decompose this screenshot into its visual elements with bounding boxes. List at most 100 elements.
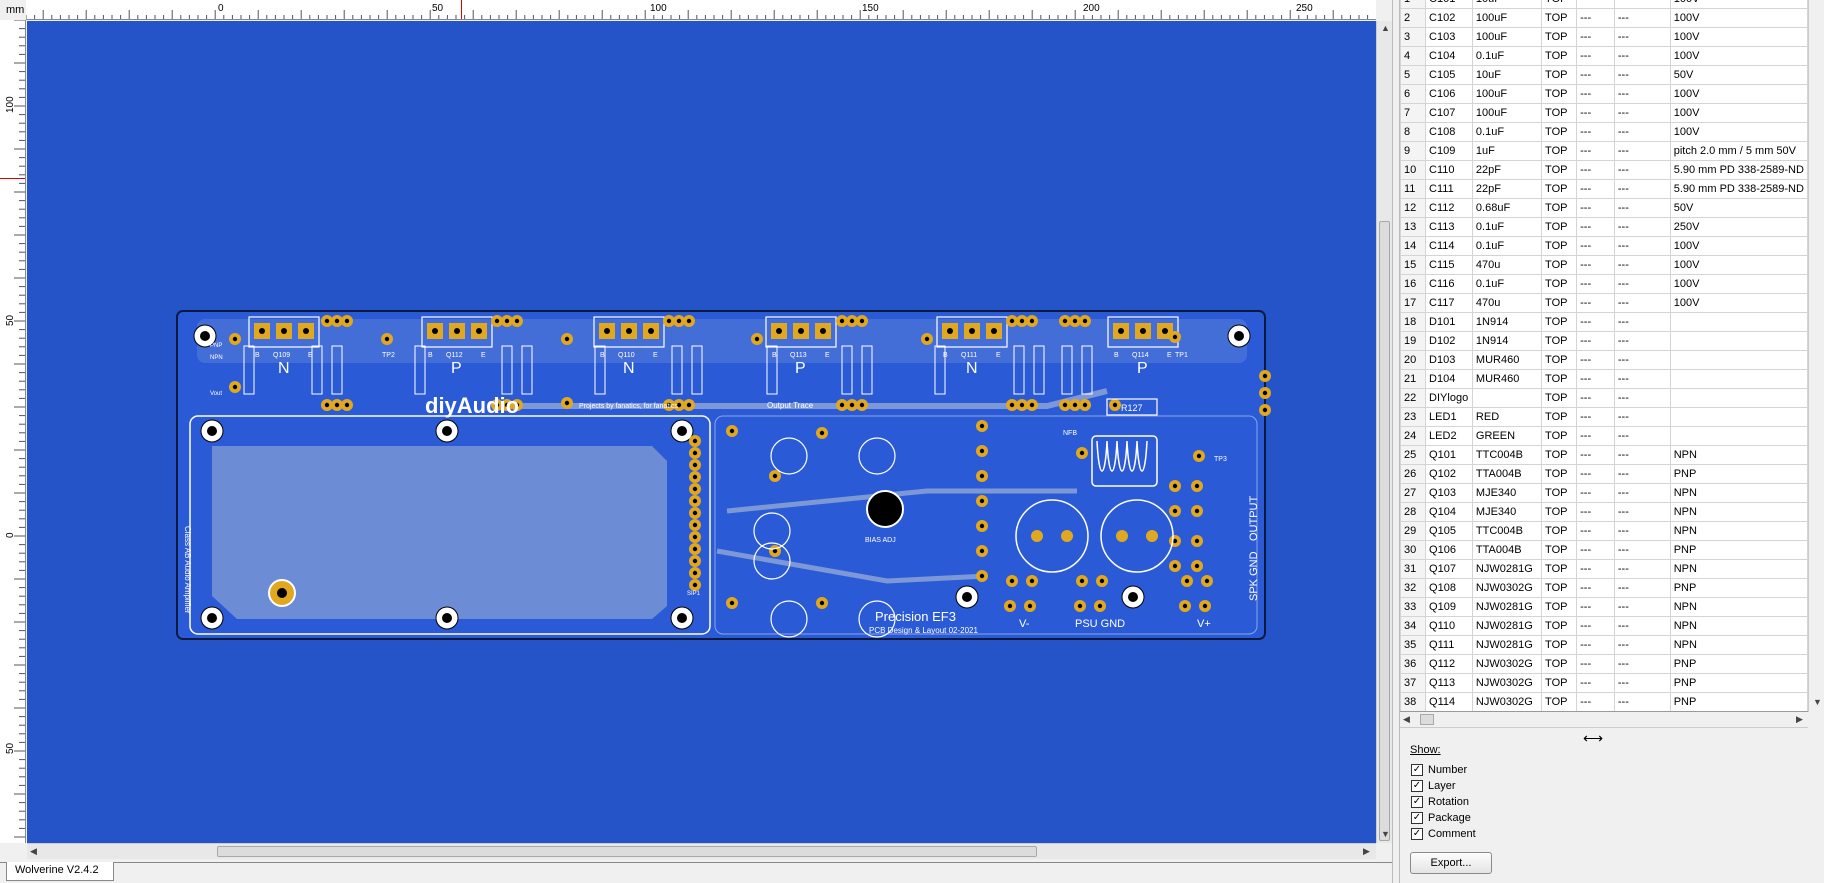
- row-number-cell[interactable]: 20: [1400, 350, 1427, 370]
- parts-horizontal-scrollbar[interactable]: ◀ ▶: [1400, 712, 1808, 728]
- row-number-cell[interactable]: 31: [1400, 559, 1427, 579]
- part-package-cell[interactable]: ---: [1613, 84, 1671, 104]
- part-layer-cell[interactable]: TOP: [1541, 559, 1578, 579]
- part-package-cell[interactable]: ---: [1613, 331, 1671, 351]
- part-package-cell[interactable]: ---: [1613, 103, 1671, 123]
- part-value-cell[interactable]: 1uF: [1471, 141, 1543, 161]
- part-value-cell[interactable]: 22pF: [1471, 160, 1543, 180]
- row-number-cell[interactable]: 4: [1400, 46, 1427, 66]
- ruler-left[interactable]: 100 50 0 50: [0, 20, 26, 843]
- part-name-cell[interactable]: C110: [1425, 160, 1473, 180]
- part-value-cell[interactable]: 10uF: [1471, 65, 1543, 85]
- part-layer-cell[interactable]: TOP: [1541, 255, 1578, 275]
- part-layer-cell[interactable]: TOP: [1541, 65, 1578, 85]
- part-name-cell[interactable]: C109: [1425, 141, 1473, 161]
- part-value-cell[interactable]: 100uF: [1471, 84, 1543, 104]
- part-comment-cell[interactable]: [1669, 426, 1808, 446]
- part-package-cell[interactable]: ---: [1613, 578, 1671, 598]
- row-number-cell[interactable]: 36: [1400, 654, 1427, 674]
- part-value-cell[interactable]: 0.1uF: [1471, 236, 1543, 256]
- part-layer-cell[interactable]: TOP: [1541, 388, 1578, 408]
- part-value-cell[interactable]: 0.1uF: [1471, 274, 1543, 294]
- part-layer-cell[interactable]: TOP: [1541, 616, 1578, 636]
- part-value-cell[interactable]: NJW0302G: [1471, 578, 1543, 598]
- part-comment-cell[interactable]: [1669, 407, 1808, 427]
- row-number-cell[interactable]: 23: [1400, 407, 1427, 427]
- part-comment-cell[interactable]: PNP: [1669, 654, 1808, 674]
- part-package-cell[interactable]: ---: [1613, 255, 1671, 275]
- part-package-cell[interactable]: ---: [1613, 160, 1671, 180]
- part-layer-cell[interactable]: TOP: [1541, 0, 1578, 9]
- part-package-cell[interactable]: ---: [1613, 8, 1671, 28]
- part-rotation-cell[interactable]: ---: [1576, 654, 1615, 674]
- row-number-cell[interactable]: 32: [1400, 578, 1427, 598]
- part-name-cell[interactable]: C102: [1425, 8, 1473, 28]
- part-package-cell[interactable]: ---: [1613, 559, 1671, 579]
- part-rotation-cell[interactable]: ---: [1576, 312, 1615, 332]
- part-layer-cell[interactable]: TOP: [1541, 578, 1578, 598]
- part-name-cell[interactable]: D103: [1425, 350, 1473, 370]
- part-layer-cell[interactable]: TOP: [1541, 445, 1578, 465]
- part-package-cell[interactable]: ---: [1613, 521, 1671, 541]
- part-name-cell[interactable]: C105: [1425, 65, 1473, 85]
- part-layer-cell[interactable]: TOP: [1541, 521, 1578, 541]
- part-layer-cell[interactable]: TOP: [1541, 426, 1578, 446]
- part-name-cell[interactable]: C113: [1425, 217, 1473, 237]
- part-value-cell[interactable]: GREEN: [1471, 426, 1543, 446]
- part-comment-cell[interactable]: 100V: [1669, 27, 1808, 47]
- part-name-cell[interactable]: Q104: [1425, 502, 1473, 522]
- part-layer-cell[interactable]: TOP: [1541, 122, 1578, 142]
- part-package-cell[interactable]: ---: [1613, 673, 1671, 693]
- part-value-cell[interactable]: 100uF: [1471, 103, 1543, 123]
- part-name-cell[interactable]: D101: [1425, 312, 1473, 332]
- part-rotation-cell[interactable]: ---: [1576, 331, 1615, 351]
- parts-scroll-down-arrow-icon[interactable]: ▼: [1813, 697, 1822, 707]
- part-value-cell[interactable]: MJE340: [1471, 483, 1543, 503]
- part-name-cell[interactable]: Q105: [1425, 521, 1473, 541]
- part-layer-cell[interactable]: TOP: [1541, 198, 1578, 218]
- scroll-down-arrow-icon[interactable]: ▼: [1381, 829, 1390, 839]
- part-package-cell[interactable]: ---: [1613, 692, 1671, 711]
- part-comment-cell[interactable]: 100V: [1669, 293, 1808, 313]
- part-name-cell[interactable]: C103: [1425, 27, 1473, 47]
- row-number-cell[interactable]: 22: [1400, 388, 1427, 408]
- checkbox-checked-icon[interactable]: ✓: [1411, 828, 1423, 840]
- parts-vertical-scrollbar[interactable]: ▼: [1808, 0, 1824, 712]
- part-rotation-cell[interactable]: ---: [1576, 559, 1615, 579]
- part-package-cell[interactable]: ---: [1613, 217, 1671, 237]
- part-name-cell[interactable]: C117: [1425, 293, 1473, 313]
- part-layer-cell[interactable]: TOP: [1541, 597, 1578, 617]
- part-value-cell[interactable]: TTC004B: [1471, 445, 1543, 465]
- scroll-right-arrow-icon[interactable]: ▶: [1363, 846, 1370, 856]
- row-number-cell[interactable]: 29: [1400, 521, 1427, 541]
- part-value-cell[interactable]: 100uF: [1471, 8, 1543, 28]
- part-value-cell[interactable]: NJW0302G: [1471, 654, 1543, 674]
- part-comment-cell[interactable]: 50V: [1669, 198, 1808, 218]
- part-package-cell[interactable]: ---: [1613, 426, 1671, 446]
- part-comment-cell[interactable]: NPN: [1669, 445, 1808, 465]
- part-name-cell[interactable]: Q112: [1425, 654, 1473, 674]
- part-value-cell[interactable]: RED: [1471, 407, 1543, 427]
- part-rotation-cell[interactable]: ---: [1576, 597, 1615, 617]
- part-layer-cell[interactable]: TOP: [1541, 635, 1578, 655]
- part-layer-cell[interactable]: TOP: [1541, 654, 1578, 674]
- part-comment-cell[interactable]: PNP: [1669, 540, 1808, 560]
- part-name-cell[interactable]: Q110: [1425, 616, 1473, 636]
- part-rotation-cell[interactable]: ---: [1576, 0, 1615, 9]
- parts-grid[interactable]: 1C10110uFTOP------100V2C102100uFTOP-----…: [1400, 0, 1808, 712]
- part-value-cell[interactable]: TTA004B: [1471, 540, 1543, 560]
- part-comment-cell[interactable]: NPN: [1669, 616, 1808, 636]
- row-number-cell[interactable]: 12: [1400, 198, 1427, 218]
- part-value-cell[interactable]: 10uF: [1471, 0, 1543, 9]
- part-comment-cell[interactable]: 100V: [1669, 8, 1808, 28]
- part-layer-cell[interactable]: TOP: [1541, 483, 1578, 503]
- part-name-cell[interactable]: DIYlogo: [1425, 388, 1473, 408]
